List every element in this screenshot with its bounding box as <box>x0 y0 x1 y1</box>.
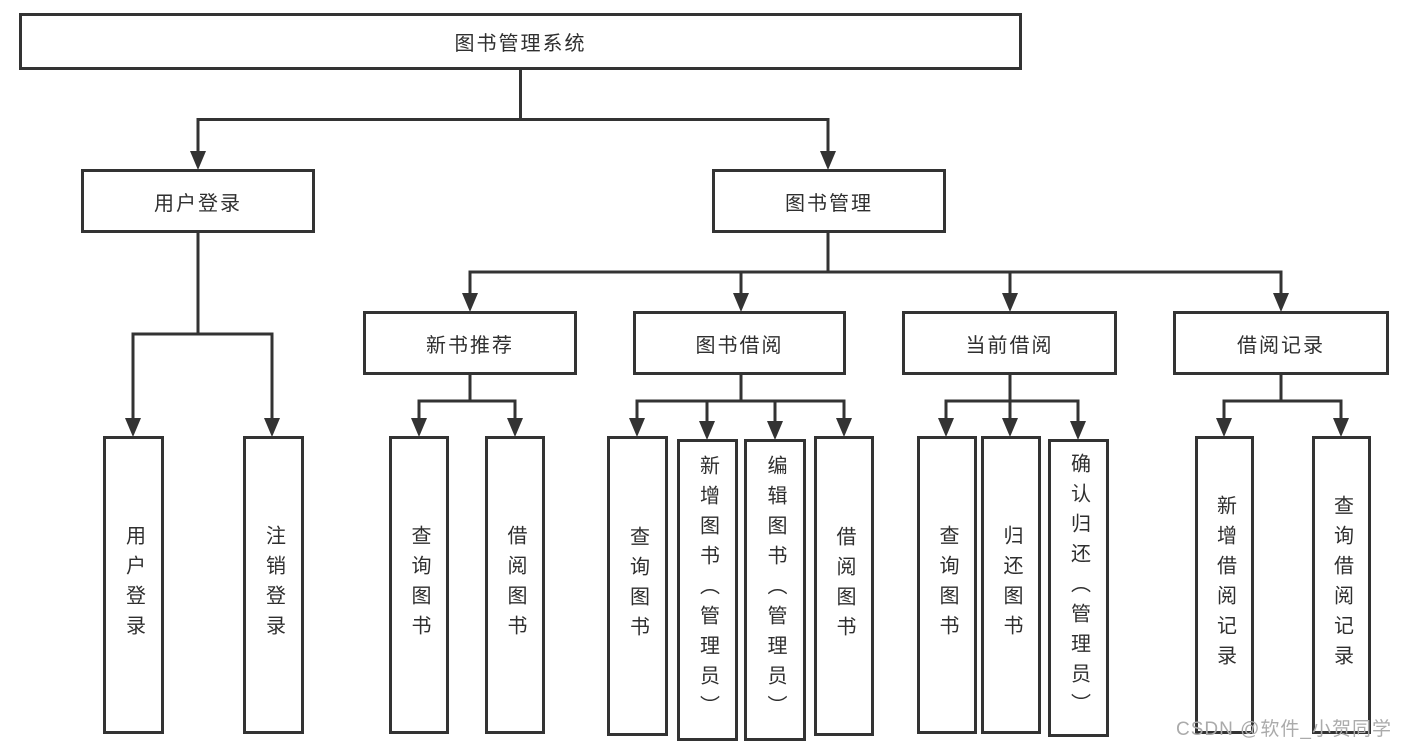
leaf-borrow-edit-books-admin: 编辑图书（管理员） <box>744 439 806 741</box>
csdn-watermark: CSDN @软件_小贺同学 <box>1176 719 1392 740</box>
leaf-current-return-books: 归还图书 <box>981 436 1041 734</box>
leaf-current-query-books: 查询图书 <box>917 436 977 734</box>
leaf-recommend-borrow-books: 借阅图书 <box>485 436 545 734</box>
leaf-user-login: 用户登录 <box>103 436 164 734</box>
node-current-borrow: 当前借阅 <box>902 311 1117 375</box>
node-root: 图书管理系统 <box>19 13 1022 70</box>
leaf-record-query: 查询借阅记录 <box>1312 436 1371 734</box>
node-book-management: 图书管理 <box>712 169 946 233</box>
leaf-borrow-query-books: 查询图书 <box>607 436 668 736</box>
leaf-borrow-borrow-books: 借阅图书 <box>814 436 874 736</box>
leaf-borrow-add-books-admin: 新增图书（管理员） <box>677 439 738 741</box>
node-book-borrow: 图书借阅 <box>633 311 846 375</box>
node-new-book-recommend: 新书推荐 <box>363 311 577 375</box>
leaf-logout: 注销登录 <box>243 436 304 734</box>
leaf-record-add: 新增借阅记录 <box>1195 436 1254 734</box>
leaf-recommend-query-books: 查询图书 <box>389 436 449 734</box>
node-user-login: 用户登录 <box>81 169 315 233</box>
node-borrow-records: 借阅记录 <box>1173 311 1389 375</box>
leaf-current-confirm-return-admin: 确认归还（管理员） <box>1048 439 1109 737</box>
